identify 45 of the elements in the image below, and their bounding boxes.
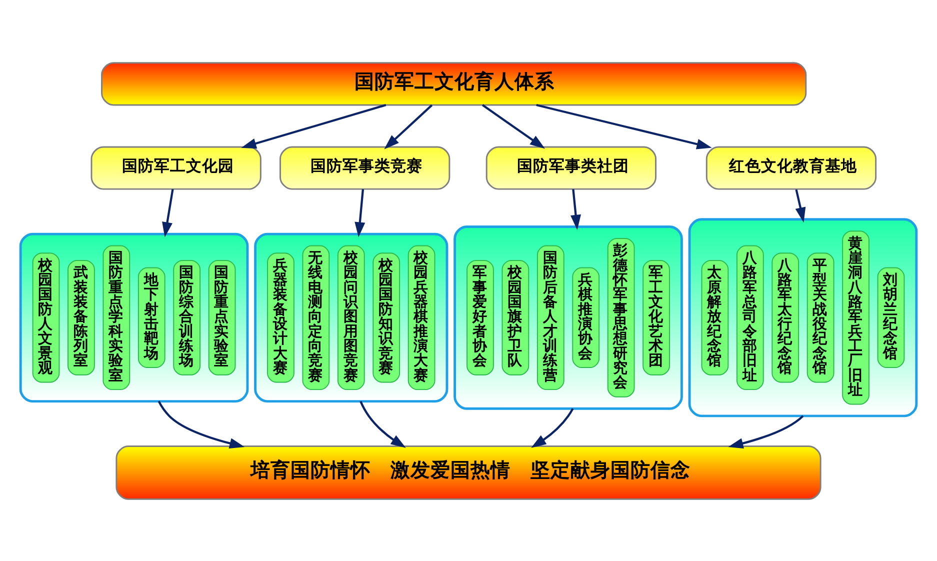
node-box: 兵器装备设计大赛 (267, 252, 294, 382)
node-box: 地下射击靶场 (138, 266, 166, 368)
node-box: 八路军太行纪念馆 (772, 252, 800, 382)
node-box: 国防军工文化园 (90, 146, 262, 190)
arrow (482, 104, 546, 148)
arrow (241, 103, 386, 148)
node-box: 无线电测向定向竞赛 (302, 244, 330, 390)
node-box: 刘胡兰纪念馆 (877, 266, 905, 368)
node-box: 黄崖洞八路军兵工厂旧址 (842, 230, 870, 404)
node-box: 国防重点学科实验室 (102, 244, 130, 390)
arrow (795, 188, 806, 222)
node-box: 校园国防人文景观 (32, 252, 60, 382)
arrow (536, 103, 712, 149)
node-box: 兵棋推演协会 (572, 266, 600, 368)
node-box: 国防军事类社团 (486, 146, 657, 190)
node-box: 校园国旗护卫队 (502, 259, 530, 375)
node-box: 国防后备人才训练营 (536, 244, 564, 390)
node-box: 校园国防知识竞赛 (372, 252, 400, 382)
node-box: 校园兵器棋推演大赛 (408, 244, 436, 390)
node-box: 军工文化艺术团 (642, 259, 670, 375)
node-box: 国防军工文化育人体系 (101, 62, 807, 106)
node-box: 国防重点实验室 (208, 259, 236, 375)
node-box: 校园问识图用图竞赛 (337, 244, 365, 390)
node-box: 太原解放纪念馆 (701, 259, 729, 375)
node-box: 彭德怀军事思想研究会 (607, 237, 635, 397)
arrow (360, 400, 406, 448)
node-box: 军事爱好者协会 (466, 259, 494, 375)
node-box: 国防综合训练场 (173, 259, 201, 375)
arrow (384, 104, 433, 149)
cluster (688, 218, 918, 417)
arrow (354, 188, 366, 237)
node-box: 平型关战役纪念馆 (806, 252, 834, 382)
arrow (531, 408, 574, 448)
arrow (158, 400, 245, 448)
cluster (254, 232, 448, 402)
node-box: 武装装备陈列室 (68, 259, 95, 375)
node-box: 培育国防情怀 激发爱国热情 坚定献身国防信念 (116, 445, 822, 500)
arrow (728, 414, 804, 448)
cluster (19, 232, 249, 402)
cluster (454, 225, 683, 410)
node-box: 国防军事类竞赛 (280, 146, 450, 190)
node-box: 八路军总司令部旧址 (736, 244, 764, 390)
node-box: 红色文化教育基地 (706, 146, 877, 190)
arrow (570, 188, 581, 230)
arrow (162, 188, 174, 237)
